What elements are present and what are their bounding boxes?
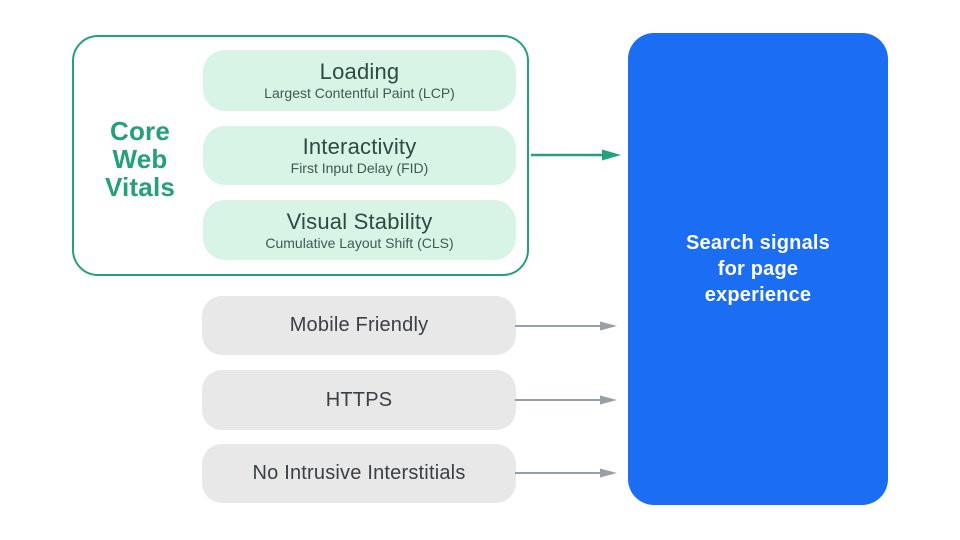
heading-line: Vitals [104, 172, 176, 202]
metric-title: Loading [319, 59, 400, 84]
signal-card-mobile-friendly: Mobile Friendly [202, 296, 516, 355]
metric-title: Visual Stability [286, 208, 433, 234]
metric-subtitle: Cumulative Layout Shift (CLS) [265, 234, 454, 251]
green-arrow-icon [531, 149, 621, 161]
metric-card-loading: Loading Largest Contentful Paint (LCP) [203, 50, 516, 111]
metric-card-visual-stability: Visual Stability Cumulative Layout Shift… [203, 200, 516, 260]
gray-arrow-icon [515, 321, 617, 331]
metric-title: Interactivity [302, 134, 417, 159]
result-line: experience [704, 284, 812, 306]
signal-card-https: HTTPS [202, 370, 516, 430]
signal-label: HTTPS [325, 388, 393, 411]
metric-subtitle: First Input Delay (FID) [290, 160, 429, 176]
result-line: for page [717, 258, 799, 280]
heading-line: Web [112, 144, 168, 174]
result-panel-search-signals: Search signals for page experience [628, 33, 888, 505]
heading-line: Core [109, 116, 171, 146]
gray-arrow-icon [515, 468, 617, 478]
signal-card-no-intrusive-interstitials: No Intrusive Interstitials [202, 444, 516, 503]
metric-subtitle: Largest Contentful Paint (LCP) [264, 85, 455, 101]
metric-card-interactivity: Interactivity First Input Delay (FID) [203, 126, 516, 185]
signal-label: No Intrusive Interstitials [252, 462, 466, 484]
gray-arrow-icon [515, 395, 617, 405]
result-line: Search signals [686, 232, 830, 254]
core-web-vitals-heading: Core Web Vitals [76, 117, 204, 201]
signal-label: Mobile Friendly [289, 314, 429, 336]
